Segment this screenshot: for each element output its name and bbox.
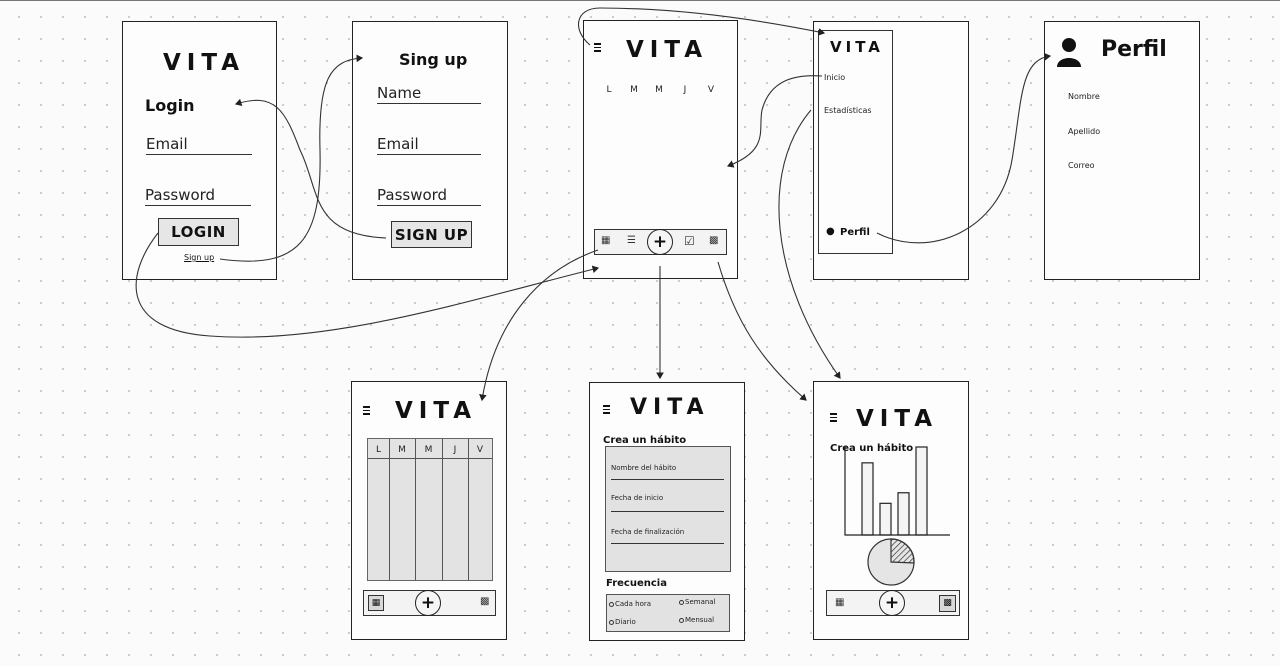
drawer-panel <box>818 30 893 254</box>
drawer-item-inicio[interactable]: Inicio <box>824 73 846 82</box>
bottom-nav: ▦ + ▩ <box>363 590 496 616</box>
frequency-option[interactable]: Cada hora <box>609 600 651 608</box>
frequency-options: Cada hora Semanal Diario Mensual <box>606 594 730 632</box>
top-border <box>0 0 1280 1</box>
end-date-input[interactable] <box>611 543 724 545</box>
frequency-option[interactable]: Diario <box>609 618 636 626</box>
profile-title: Perfil <box>1101 37 1167 62</box>
calendar-screen: VITA L M M J V ▦ + ▩ <box>351 381 507 640</box>
bottom-nav: ▦ ☰ + ☑ ▩ <box>594 229 727 255</box>
day-label: M <box>424 445 433 455</box>
form-title: Crea un hábito <box>603 435 687 446</box>
signup-link[interactable]: Sign up <box>184 253 215 262</box>
login-screen: VITA Login Email Password LOGIN Sign up <box>122 21 277 280</box>
name-field[interactable]: Name <box>377 84 481 104</box>
app-logo: VITA <box>830 38 884 56</box>
day-label: M <box>655 85 663 95</box>
app-logo: VITA <box>395 398 478 424</box>
day-label: J <box>453 445 457 455</box>
list-icon[interactable]: ☰ <box>627 235 636 246</box>
menu-icon[interactable] <box>830 413 837 422</box>
profile-field: Apellido <box>1068 127 1101 136</box>
habit-form: Nombre del hábito Fecha de inicio Fecha … <box>605 446 731 572</box>
check-icon[interactable]: ☑ <box>684 234 695 248</box>
habit-name-input[interactable] <box>611 479 724 481</box>
profile-screen: Perfil Nombre Apellido Correo <box>1044 21 1200 280</box>
signup-password-field[interactable]: Password <box>377 186 481 206</box>
frequency-option[interactable]: Mensual <box>679 616 714 624</box>
habit-name-label: Nombre del hábito <box>611 464 677 472</box>
day-label: V <box>707 85 715 95</box>
stats-icon[interactable]: ▩ <box>709 235 719 246</box>
signup-button[interactable]: SIGN UP <box>391 221 472 248</box>
app-logo: VITA <box>856 406 939 432</box>
frequency-title: Frecuencia <box>606 578 667 589</box>
plus-icon[interactable]: + <box>415 590 441 616</box>
day-label: M <box>398 445 406 455</box>
stats-icon[interactable]: ▩ <box>480 596 490 607</box>
user-icon: ● <box>826 226 835 237</box>
week-calendar: L M M J V <box>367 438 493 581</box>
chart-bar <box>879 502 892 536</box>
arrow-to-stats <box>717 261 807 401</box>
profile-field: Correo <box>1068 161 1095 170</box>
day-label: M <box>630 85 638 95</box>
arrow-inicio-to-home <box>726 75 823 168</box>
menu-icon[interactable] <box>603 405 610 414</box>
bar-chart <box>844 446 950 536</box>
plus-icon[interactable]: + <box>647 229 673 255</box>
menu-icon[interactable] <box>363 406 370 415</box>
signup-screen: Sing up Name Email Password SIGN UP <box>352 21 508 280</box>
signup-email-field[interactable]: Email <box>377 135 481 155</box>
day-label: J <box>683 85 687 95</box>
menu-icon[interactable] <box>594 43 601 52</box>
stats-screen: VITA Crea un hábito ▦ + ▩ <box>813 381 969 640</box>
drawer-item-perfil[interactable]: Perfil <box>840 227 870 238</box>
profile-field: Nombre <box>1068 92 1100 101</box>
pie-chart <box>867 538 915 586</box>
app-logo: VITA <box>630 395 710 420</box>
signup-title: Sing up <box>399 50 468 69</box>
user-icon <box>1057 38 1081 67</box>
bottom-nav: ▦ + ▩ <box>826 590 960 616</box>
start-date-label: Fecha de inicio <box>611 494 664 502</box>
day-label: V <box>476 445 484 455</box>
password-field[interactable]: Password <box>145 186 251 206</box>
chart-axis <box>844 446 950 536</box>
start-date-input[interactable] <box>611 511 724 513</box>
stats-icon[interactable]: ▩ <box>939 595 956 612</box>
drawer-item-estadisticas[interactable]: Estadísticas <box>824 106 872 115</box>
end-date-label: Fecha de finalización <box>611 528 685 536</box>
plus-icon[interactable]: + <box>879 590 905 616</box>
app-logo: VITA <box>163 50 246 76</box>
chart-bar <box>915 446 928 536</box>
chart-bar <box>897 492 910 536</box>
login-button[interactable]: LOGIN <box>158 218 239 246</box>
calendar-icon[interactable]: ▦ <box>601 235 611 246</box>
calendar-icon[interactable]: ▦ <box>368 595 384 611</box>
create-habit-screen: VITA Crea un hábito Nombre del hábito Fe… <box>589 382 745 641</box>
day-label: L <box>375 445 381 455</box>
stats-title: Crea un hábito <box>830 443 914 454</box>
calendar-icon[interactable]: ▦ <box>835 597 845 608</box>
chart-bar <box>861 462 874 536</box>
home-screen: VITA L M M J V ▦ ☰ + ☑ ▩ <box>583 20 738 279</box>
drawer-screen: VITA Inicio Estadísticas ● Perfil <box>813 21 969 280</box>
day-label: L <box>606 85 612 95</box>
email-field[interactable]: Email <box>146 135 252 155</box>
frequency-option[interactable]: Semanal <box>679 598 716 606</box>
login-title: Login <box>145 96 195 115</box>
app-logo: VITA <box>626 37 709 63</box>
